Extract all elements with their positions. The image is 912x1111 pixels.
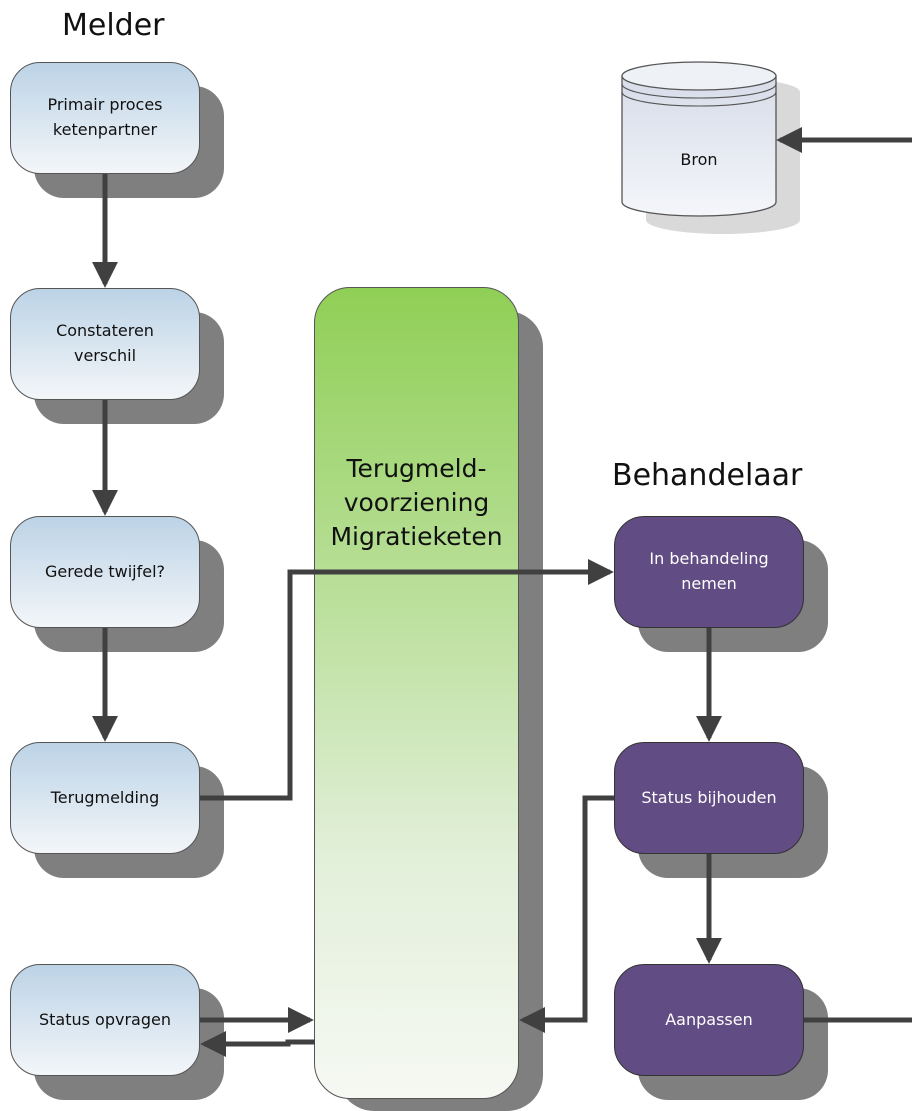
node-primair-proces: Primair proces ketenpartner (10, 62, 200, 174)
node-status-bijhouden: Status bijhouden (614, 742, 804, 854)
terugmeldvoorziening-label: Terugmeld- voorziening Migratieketen (314, 452, 519, 554)
node-status-opvragen: Status opvragen (10, 964, 200, 1076)
terugmeldvoorziening-bar (314, 287, 519, 1099)
bron-database-icon (621, 61, 800, 234)
node-gerede-twijfel: Gerede twijfel? (10, 516, 200, 628)
node-terugmelding: Terugmelding (10, 742, 200, 854)
connector-arrow (519, 795, 614, 1033)
central-label-line-1: Terugmeld- (346, 454, 487, 483)
connector-arrow (200, 559, 614, 801)
central-label-line-2: voorziening (343, 488, 490, 517)
connector-arrow (200, 1031, 315, 1057)
lane-title-melder: Melder (62, 8, 165, 43)
node-aanpassen: Aanpassen (614, 964, 804, 1076)
lane-title-behandelaar: Behandelaar (612, 458, 803, 493)
central-label-line-3: Migratieketen (330, 522, 503, 551)
node-constateren-verschil: Constateren verschil (10, 288, 200, 400)
bron-label: Bron (680, 150, 718, 169)
node-in-behandeling-nemen: In behandeling nemen (614, 516, 804, 628)
